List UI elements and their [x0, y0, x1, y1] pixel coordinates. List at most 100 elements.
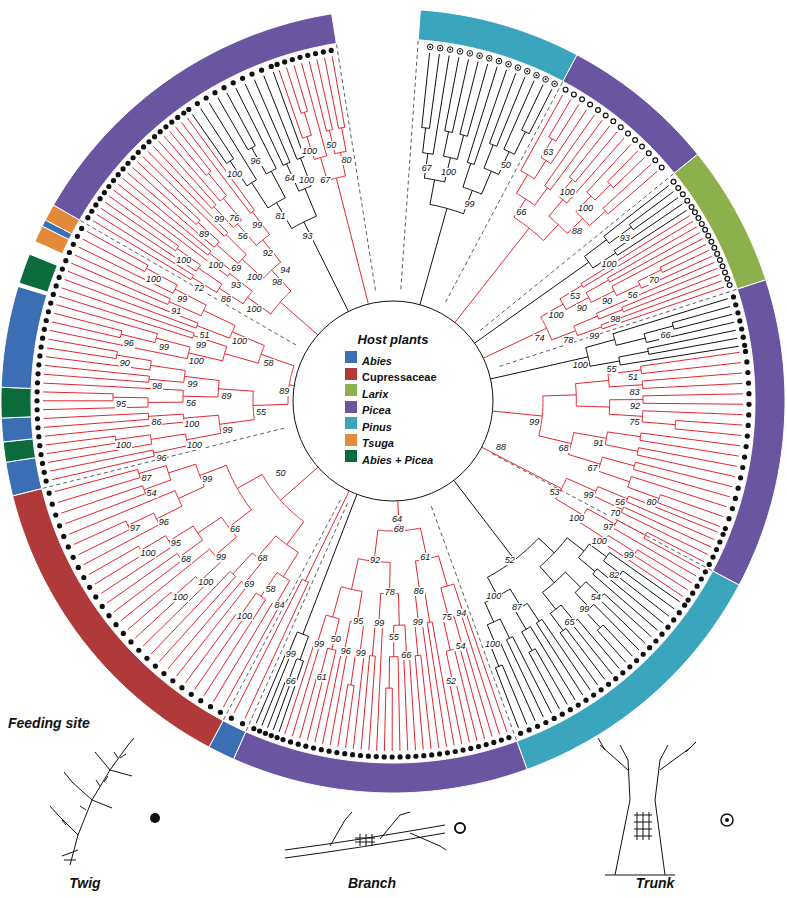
label-holder: 81: [275, 205, 287, 223]
bootstrap-value: 81: [275, 212, 287, 221]
tree-branch: [44, 374, 149, 382]
twig-dot: [79, 226, 84, 231]
tree-branch: [84, 525, 160, 565]
label-holder: 58: [264, 578, 276, 596]
legend-text: Abies: [362, 355, 392, 367]
twig-dot: [152, 134, 157, 139]
twig-dot: [746, 380, 751, 385]
twig-dot: [671, 617, 676, 622]
label-holder: 99: [528, 411, 540, 429]
legend-text: Abies + Picea: [362, 454, 433, 466]
tree-branch: [609, 385, 642, 387]
label-holder: 66: [285, 670, 297, 688]
tree-branch: [529, 649, 535, 653]
tree-branch: [132, 167, 196, 224]
feeding-sketch: [128, 738, 134, 745]
bootstrap-value: 99: [582, 491, 594, 500]
branch-dot: [727, 283, 732, 288]
bootstrap-value: 68: [256, 554, 268, 563]
tree-branch: [137, 162, 200, 221]
twig-dot: [743, 444, 748, 449]
label-holder: 100: [484, 633, 501, 651]
label-holder: 100: [246, 266, 263, 284]
clade-separators: [42, 40, 738, 741]
bootstrap-value: 87: [511, 603, 523, 612]
tree-branch: [441, 584, 454, 588]
legend-entry: Abies + Picea: [362, 450, 433, 468]
twig-dot: [42, 327, 47, 332]
tree-branch: [642, 396, 643, 403]
twig-dot: [263, 731, 268, 736]
tree-branch: [83, 239, 145, 271]
trunk-dot: [534, 72, 540, 78]
tree-branch: [120, 331, 122, 338]
bootstrap-value: 99: [201, 475, 213, 484]
tree-branch: [585, 240, 607, 257]
bootstrap-value: 52: [445, 677, 457, 686]
twig-dot: [746, 423, 751, 428]
label-holder: 99: [176, 288, 188, 306]
branch-dot: [646, 151, 651, 156]
bootstrap-value: 84: [273, 601, 285, 610]
legend-title: Host plants: [358, 333, 429, 347]
tree-branch: [342, 128, 346, 152]
tree-branch: [575, 132, 617, 182]
twig-dot: [39, 344, 44, 349]
twig-dot: [36, 362, 41, 367]
tree-branch: [263, 262, 281, 279]
tree-branch: [527, 603, 539, 621]
twig-dot: [296, 742, 301, 747]
tree-branch: [58, 478, 140, 503]
twig-dot: [382, 754, 387, 759]
label-holder: 50: [500, 154, 512, 172]
tree-branch: [676, 420, 743, 425]
tree-branch: [545, 186, 551, 190]
twig-dot: [116, 172, 121, 177]
twig-dot: [93, 202, 98, 207]
bootstrap-value: 96: [158, 518, 170, 527]
tree-branch: [297, 157, 304, 160]
tree-branch: [386, 688, 392, 689]
bootstrap-value: 68: [180, 555, 192, 564]
bootstrap-value: 74: [533, 334, 545, 343]
label-holder: 67: [587, 457, 599, 475]
legend-entry: Tsuga: [362, 433, 394, 451]
twig-dot: [186, 107, 191, 112]
legend-entry: Branch: [348, 874, 396, 892]
tree-branch: [299, 186, 311, 191]
twig-dot: [136, 648, 141, 653]
tree-branch: [217, 284, 222, 292]
trunk-dot: [437, 45, 443, 51]
twig-dot: [726, 516, 731, 521]
tree-branch: [427, 621, 432, 623]
tree-branch: [644, 532, 647, 538]
label-holder: 56: [185, 392, 197, 410]
feeding-sketch: [70, 745, 128, 865]
tree-branch: [598, 487, 628, 499]
tree-branch: [168, 299, 171, 305]
dashed-separator: [446, 81, 563, 302]
tree-branch: [603, 553, 609, 561]
twig-dot: [741, 335, 746, 340]
bootstrap-value: 98: [271, 278, 283, 287]
bootstrap-value: 100: [301, 147, 318, 156]
tree-branch: [173, 285, 177, 293]
twig-dot: [71, 555, 76, 560]
bootstrap-value: 99: [373, 619, 385, 628]
tree-branch: [187, 433, 221, 439]
tree-branch: [602, 287, 724, 329]
twig-dot: [282, 59, 287, 64]
label-holder: 100: [115, 434, 132, 452]
tree-branch: [139, 466, 166, 474]
twig-dot: [484, 742, 489, 747]
tree-branch: [637, 448, 638, 455]
bootstrap-value: 89: [278, 387, 290, 396]
tree-branch: [444, 156, 458, 159]
tree-branch: [603, 164, 651, 208]
tree-branch: [105, 202, 176, 251]
tree-branch: [252, 183, 268, 208]
feeding-sketch: [64, 772, 72, 782]
label-holder: 99: [213, 208, 225, 226]
